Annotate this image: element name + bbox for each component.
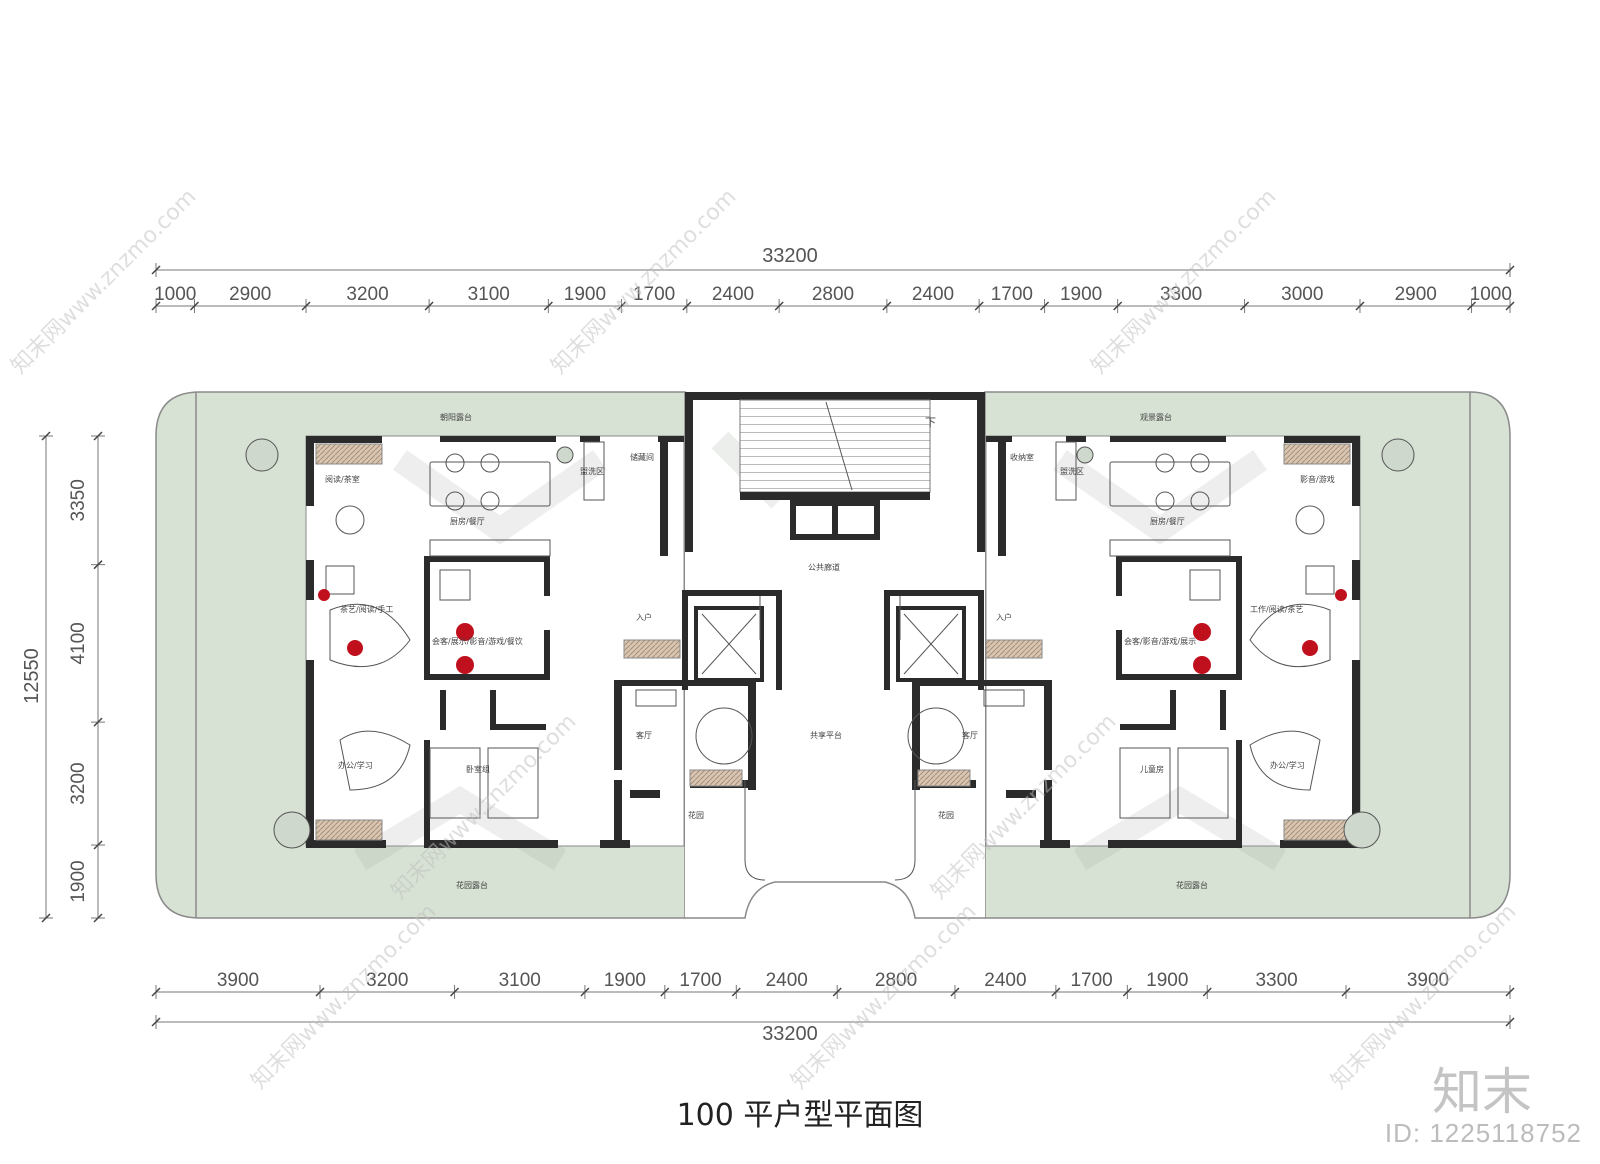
dimension-label: 3350 <box>68 479 89 521</box>
dimension-chain-top: 1000 2900 3200 3100 1900 1700 2400 2800 2400 1700… <box>151 263 1515 313</box>
label-right-bath-top: 盥洗区 <box>1060 466 1084 476</box>
planter-boxes <box>315 443 1351 841</box>
dimension-label: 3900 <box>217 970 259 991</box>
label-platform: 共享平台 <box>810 730 842 740</box>
dimension-label: 3000 <box>1281 284 1323 305</box>
dimension-label: 1700 <box>991 284 1033 305</box>
dimension-label: 3300 <box>1160 284 1202 305</box>
label-right-dining: 厨房/餐厅 <box>1150 516 1185 526</box>
label-right-study: 工作/阅读/茶艺 <box>1250 604 1303 614</box>
label-left-lobby: 客厅 <box>636 730 652 740</box>
dimension-label: 3100 <box>468 284 510 305</box>
elevator-left <box>694 606 764 682</box>
label-corridor: 公共廊道 <box>808 562 840 572</box>
label-left-bath-top: 盥洗区 <box>580 466 604 476</box>
stair-down-label: 下 <box>925 416 936 429</box>
label-left-garden: 花园露台 <box>456 880 488 890</box>
image-id: ID: 1225118752 <box>1384 1118 1582 1148</box>
total-dimension-top: 33200 <box>762 245 818 267</box>
label-left-balcony-top: 朝阳露台 <box>440 412 472 422</box>
watermark: 知末网www.znzmo.com <box>1087 184 1282 379</box>
dimension-label: 1900 <box>604 970 646 991</box>
label-right-hall: 会客/影音/游戏/展示 <box>1124 636 1196 646</box>
dimension-label: 2400 <box>766 970 808 991</box>
stair-core: 下 <box>685 392 985 552</box>
dimension-label: 2800 <box>875 970 917 991</box>
label-left-study: 茶艺/阅读/手工 <box>340 604 393 614</box>
dimension-label: 2900 <box>1395 284 1437 305</box>
label-left-office: 办公/学习 <box>338 760 373 770</box>
dimension-label: 3200 <box>366 970 408 991</box>
brand-logo: 知末 <box>1432 1063 1532 1121</box>
furniture <box>325 441 1335 881</box>
label-right-green: 花园 <box>938 810 954 820</box>
dimension-label: 1900 <box>1060 284 1102 305</box>
label-left-dining: 厨房/餐厅 <box>450 516 485 526</box>
dimension-label: 2400 <box>712 284 754 305</box>
dimension-label: 1700 <box>1070 970 1112 991</box>
plants <box>245 438 1415 849</box>
elevator-right <box>896 606 966 682</box>
core-bottom-curve <box>685 881 985 919</box>
label-right-garden: 花园露台 <box>1176 880 1208 890</box>
dimension-label: 1700 <box>679 970 721 991</box>
dimension-label: 1900 <box>1146 970 1188 991</box>
label-right-lobby: 客厅 <box>962 730 978 740</box>
label-left-hall: 会客/展示/影音/游戏/餐饮 <box>432 636 523 646</box>
dimension-label: 4100 <box>68 622 89 664</box>
label-left-bedroom: 卧室组 <box>466 764 490 774</box>
watermark: 知末网www.znzmo.com <box>7 184 202 379</box>
dimension-label: 2800 <box>812 284 854 305</box>
label-right-bedroom: 儿童房 <box>1140 764 1164 774</box>
dimension-label: 1000 <box>154 284 196 305</box>
dimension-label: 3300 <box>1255 970 1297 991</box>
dimension-label: 2400 <box>912 284 954 305</box>
dimension-label: 1900 <box>68 860 89 902</box>
dimension-label: 1000 <box>1470 284 1512 305</box>
dimension-label: 3900 <box>1407 970 1449 991</box>
dimension-label: 2900 <box>229 284 271 305</box>
label-left-green: 花园 <box>688 810 704 820</box>
dimension-label: 1700 <box>633 284 675 305</box>
walls-right-unit <box>884 436 1360 848</box>
label-right-reading: 影音/游戏 <box>1300 474 1335 484</box>
unit-left-floor <box>305 435 685 847</box>
label-right-office: 办公/学习 <box>1270 760 1305 770</box>
dimension-chain-bottom: 3900 3200 3100 1900 1700 2400 2800 2400 1700 1900… <box>151 970 1515 1029</box>
dimension-chain-left: 3350 4100 3200 1900 <box>39 431 105 923</box>
label-right-entry: 入户 <box>996 612 1012 622</box>
label-left-entry: 入户 <box>636 612 652 622</box>
total-dimension-bottom: 33200 <box>762 1023 818 1045</box>
label-right-storage: 收纳室 <box>1010 452 1034 462</box>
watermark: 知末网www.znzmo.com <box>547 184 742 379</box>
watermark: 知末网www.znzmo.com <box>247 899 442 1094</box>
dimension-label: 3100 <box>499 970 541 991</box>
dimension-label: 2400 <box>984 970 1026 991</box>
dimension-label: 3200 <box>346 284 388 305</box>
dimension-label: 1900 <box>564 284 606 305</box>
total-dimension-left: 12550 <box>21 648 43 704</box>
plan-title: 100 平户型平面图 <box>676 1098 924 1133</box>
red-markers <box>318 589 1347 674</box>
dimension-label: 3200 <box>68 762 89 804</box>
room-labels: 朝阳露台 盥洗区 储藏间 厨房/餐厅 阅读/茶室 茶艺/阅读/手工 会客/展示/… <box>325 412 1335 890</box>
label-left-storage: 储藏间 <box>630 452 654 462</box>
label-left-reading: 阅读/茶室 <box>325 474 360 484</box>
watermark: 知末网www.znzmo.com <box>787 899 982 1094</box>
label-right-balcony-top: 观景露台 <box>1140 412 1172 422</box>
